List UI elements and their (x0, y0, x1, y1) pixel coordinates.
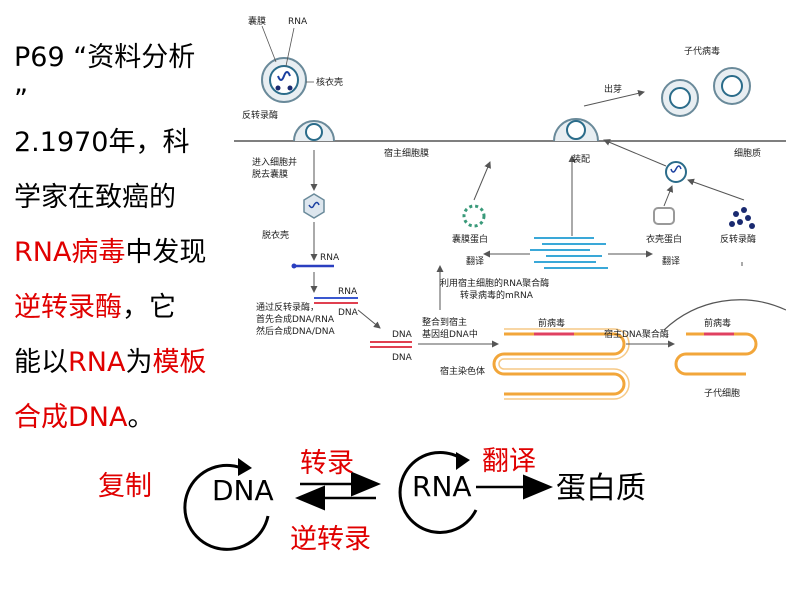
highlight-template: 模板 (152, 347, 207, 378)
central-dogma-flow: 复制 DNA 转录 逆转录 RNA 翻译 蛋白质 (98, 446, 646, 555)
text-seg: 。 (127, 402, 155, 433)
assembly-virus-icon (553, 118, 599, 142)
label-rt-step-1: 通过反转录酶， (256, 301, 319, 313)
dna-loop-arrowhead (238, 458, 252, 476)
text-seg: 中发现 (125, 237, 207, 268)
label-rt-step-2: 首先合成DNA/RNA (256, 313, 335, 325)
rna-loop-arrowhead (456, 452, 470, 470)
label-transcribe-2: 转录病毒的mRNA (460, 289, 534, 301)
highlight-rna: RNA (68, 347, 126, 378)
progeny-virus-1-icon (661, 79, 699, 117)
line-3: 2.1970年，科 (14, 115, 229, 170)
text-seg: 2.1970年，科 (14, 127, 190, 158)
capsid-rna-icon (665, 161, 687, 183)
label-translation: 翻译 (482, 446, 536, 477)
label-transcription: 转录 (300, 448, 354, 479)
rna-replication-loop (398, 451, 478, 534)
label-host-dna-pol: 宿主DNA聚合酶 (604, 328, 669, 340)
text-seg: 为 (125, 347, 153, 378)
label-dna-ds-1: DNA (392, 330, 413, 340)
label-daughter-cell: 子代细胞 (704, 387, 740, 399)
label-envelope: 囊膜 (248, 15, 266, 27)
label-uncoat: 脱衣壳 (262, 229, 289, 241)
label-rna-mid: RNA (320, 253, 340, 263)
envelope-protein-icon (462, 204, 486, 228)
capsid-icon (303, 193, 325, 219)
label-rt-enzyme: 反转录酶 (720, 233, 756, 245)
label-integrate-1: 整合到宿主 (422, 316, 467, 328)
virus-particle-icon (261, 57, 307, 103)
label-dna: DNA (212, 474, 274, 507)
label-rna: RNA (412, 470, 472, 503)
description-text: P69 “资料分析 ” 2.1970年，科 学家在致癌的 RNA病毒中发现 逆转… (14, 30, 229, 445)
label-provirus: 前病毒 (538, 317, 565, 329)
text-seg: ，它 (122, 292, 176, 323)
label-enter-1: 进入细胞并 (252, 156, 297, 168)
viral-mrna-lines (530, 237, 608, 269)
source-ref: P69 “资料分析 (14, 42, 196, 73)
host-chromosome (492, 328, 630, 400)
line-2: ” (14, 85, 229, 115)
highlight-synthesize-dna: 合成DNA (14, 402, 128, 433)
label-capsid: 核衣壳 (316, 76, 343, 88)
retrovirus-lifecycle-diagram: 囊膜 RNA 核衣壳 反转录酶 进入细胞并 脱去囊膜 脱衣壳 RNA RNA D… (234, 15, 786, 400)
label-cytoplasm: 细胞质 (734, 147, 761, 159)
line-4: 学家在致癌的 (14, 170, 229, 225)
text-seg: 能以 (14, 347, 68, 378)
daughter-chromosome (674, 332, 758, 376)
highlight-rna-virus: RNA病毒 (14, 237, 126, 268)
entering-virus-icon (293, 120, 335, 142)
dna-replication-loop (183, 463, 270, 551)
highlight-reverse-transcriptase: 逆转录酶 (14, 292, 122, 323)
label-env-protein: 囊膜蛋白 (452, 233, 488, 245)
label-replicate: 复制 (98, 471, 152, 502)
label-rt-top: 反转录酶 (242, 109, 278, 121)
label-enter-2: 脱去囊膜 (252, 168, 288, 180)
label-translate-1: 翻译 (466, 256, 484, 267)
progeny-virus-2-icon (713, 67, 751, 105)
label-budding: 出芽 (604, 83, 622, 95)
quote-close: ” (14, 84, 28, 115)
line-6: 逆转录酶，它 (14, 280, 229, 335)
text-seg: 学家在致癌的 (14, 182, 176, 213)
rt-enzyme-icon (729, 207, 755, 229)
label-rt-step-3: 然后合成DNA/DNA (256, 325, 336, 337)
label-dna-hybrid: DNA (338, 308, 359, 318)
label-reverse-transcription: 逆转录 (290, 524, 371, 555)
label-provirus-2: 前病毒 (704, 317, 731, 329)
label-translate-2: 翻译 (662, 256, 680, 267)
label-host-chrom: 宿主染色体 (440, 365, 485, 377)
label-assembly: 装配 (572, 153, 590, 165)
label-rna-top: RNA (288, 17, 308, 27)
label-dna-ds-2: DNA (392, 353, 413, 363)
label-transcribe-1: 利用宿主细胞的RNA聚合酶 (440, 277, 549, 289)
line-7: 能以RNA为模板 (14, 335, 229, 390)
label-rna-hybrid: RNA (338, 287, 358, 297)
label-host-membrane: 宿主细胞膜 (384, 147, 429, 159)
line-1: P69 “资料分析 (14, 30, 229, 85)
line-5: RNA病毒中发现 (14, 225, 229, 280)
label-protein: 蛋白质 (556, 471, 646, 506)
coat-protein-icon (653, 207, 675, 225)
line-8: 合成DNA。 (14, 390, 229, 445)
label-progeny: 子代病毒 (684, 45, 720, 57)
label-coat-protein: 衣壳蛋白 (646, 233, 682, 245)
label-integrate-2: 基因组DNA中 (422, 328, 478, 340)
